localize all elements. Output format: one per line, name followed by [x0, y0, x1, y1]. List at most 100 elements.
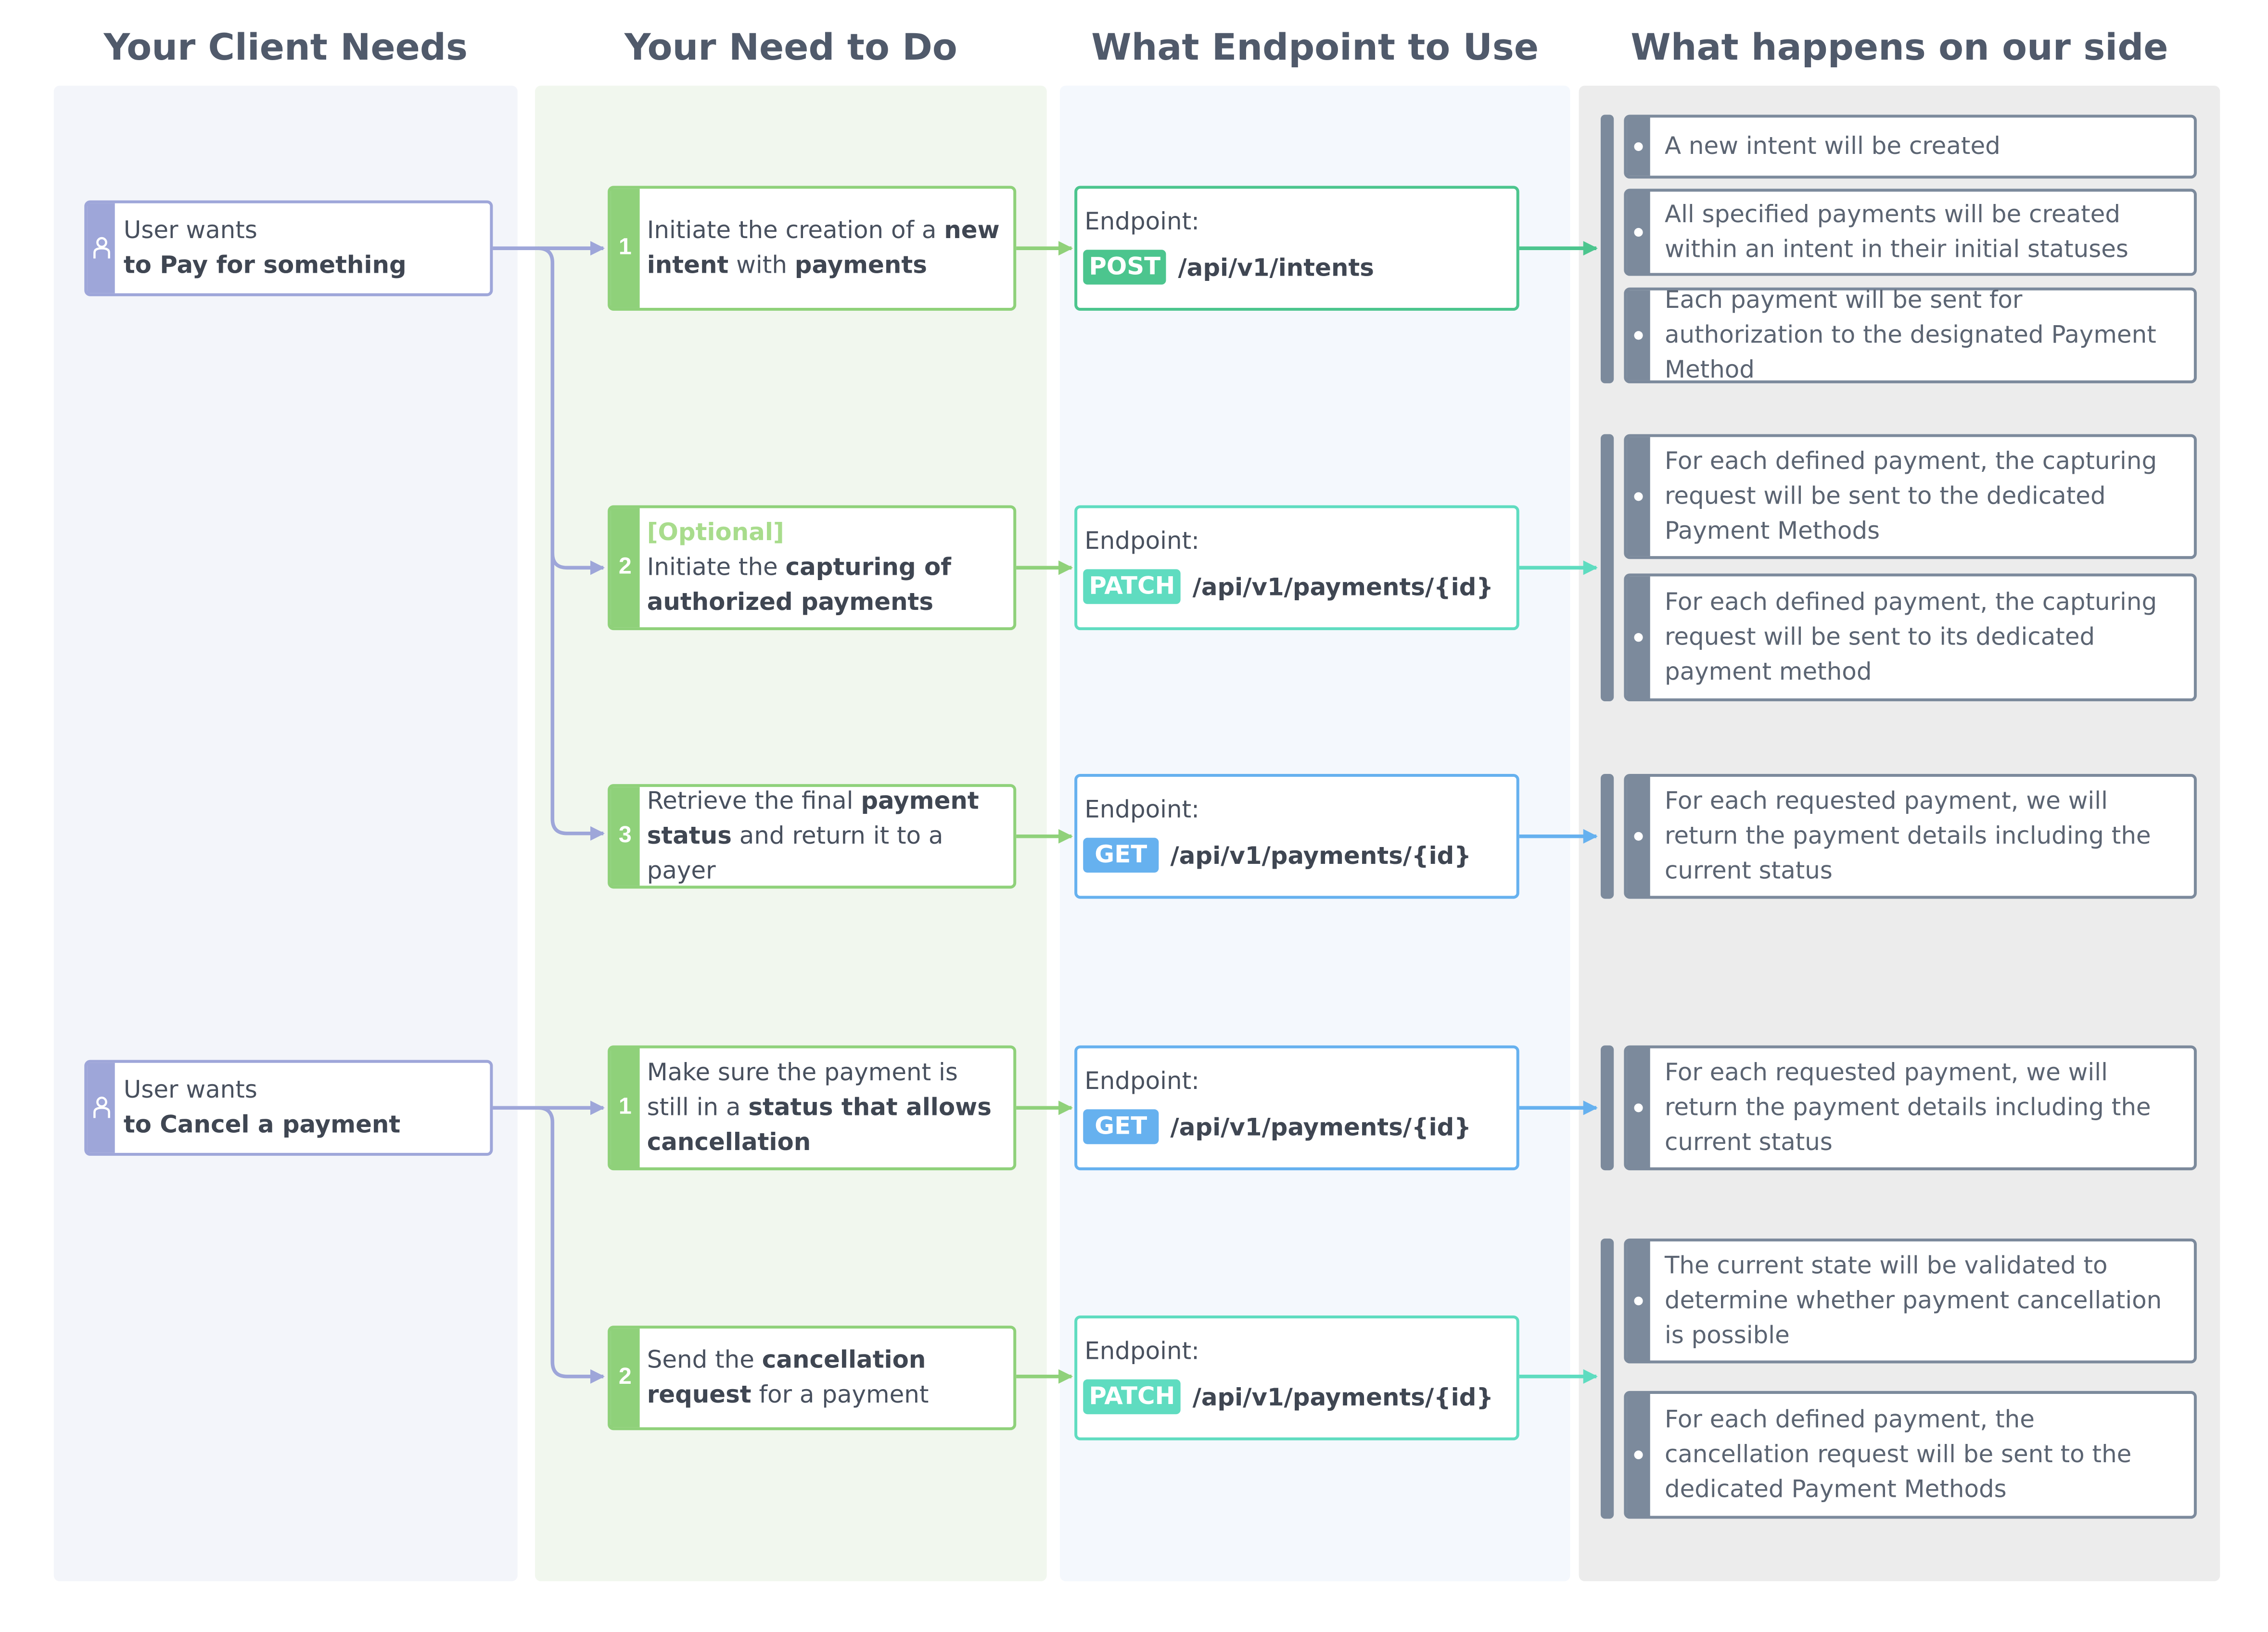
- step-text: Send the cancellation request for a paym…: [647, 1328, 1005, 1427]
- step-number: 1: [611, 189, 640, 308]
- column-title-need-to-do: Your Need to Do: [624, 26, 957, 68]
- bullet-icon: [1627, 117, 1650, 176]
- outcome-item: For each requested payment, we will retu…: [1624, 1045, 2197, 1171]
- step-box: 1 Make sure the payment is still in a st…: [608, 1045, 1017, 1171]
- bullet-icon: [1627, 1241, 1650, 1361]
- step-text-emphasis: capturing of authorized payments: [647, 553, 952, 616]
- user-icon: [87, 1063, 115, 1153]
- step-text-run: for a payment: [751, 1380, 929, 1409]
- bullet-icon: [1627, 1048, 1650, 1168]
- step-box: 3 Retrieve the final payment status and …: [608, 784, 1017, 889]
- flow-line-cancel-to-step-2: [537, 1106, 605, 1384]
- outcome-item: Each payment will be sent for authorizat…: [1624, 286, 2197, 383]
- step-text-run: Retrieve the final: [647, 787, 861, 815]
- step-text-run: Initiate the: [647, 553, 786, 581]
- http-method-badge: POST: [1083, 250, 1167, 285]
- step-text-emphasis: payment status: [647, 787, 979, 849]
- outcome-text: A new intent will be created: [1664, 132, 2000, 160]
- endpoint-path: /api/v1/payments/{id}: [1170, 841, 1471, 869]
- bullet-icon: [1627, 290, 1650, 380]
- step-text-run: Initiate the creation of a: [647, 216, 944, 244]
- step-text: Retrieve the final payment status and re…: [647, 787, 1005, 886]
- outcome-item: For each defined payment, the cancellati…: [1624, 1391, 2197, 1519]
- http-method-badge: PATCH: [1083, 1379, 1181, 1415]
- outcome-group-bar: [1601, 1238, 1614, 1519]
- step-box: 2 Send the cancellation request for a pa…: [608, 1326, 1017, 1430]
- bullet-icon: [1627, 576, 1650, 698]
- outcome-item: The current state will be validated to d…: [1624, 1238, 2197, 1364]
- step-text-run: Make sure the payment is still in a: [647, 1058, 958, 1121]
- outcome-group-bar: [1601, 114, 1614, 383]
- optional-label: [Optional]: [647, 518, 784, 546]
- step-number: 1: [611, 1048, 640, 1168]
- http-method-badge: PATCH: [1083, 569, 1181, 604]
- column-title-our-side: What happens on our side: [1631, 26, 2168, 68]
- client-need-cancel: User wants to Cancel a payment: [84, 1060, 493, 1156]
- step-text-emphasis: payments: [794, 251, 927, 279]
- step-text-run: Send the: [647, 1346, 762, 1374]
- outcome-text: The current state will be validated to d…: [1664, 1252, 2162, 1349]
- outcome-group-bar: [1601, 1045, 1614, 1171]
- step-text-emphasis: status that allows cancellation: [647, 1093, 992, 1156]
- http-method-badge: GET: [1083, 837, 1159, 873]
- outcome-text: Each payment will be sent for authorizat…: [1664, 286, 2156, 383]
- step-text-emphasis: cancellation request: [647, 1346, 926, 1409]
- flow-line-pay-to-step-3: [550, 553, 605, 841]
- endpoint-label: Endpoint:: [1084, 527, 1199, 555]
- endpoint-box: Endpoint: GET /api/v1/payments/{id}: [1074, 1045, 1519, 1171]
- bullet-icon: [1627, 1393, 1650, 1516]
- step-text: Initiate the creation of a new intent wi…: [647, 189, 1005, 308]
- column-title-client-needs: Your Client Needs: [103, 26, 468, 68]
- outcome-text: For each requested payment, we will retu…: [1664, 1058, 2151, 1156]
- outcome-group-bar: [1601, 773, 1614, 899]
- outcome-item: For each defined payment, the capturing …: [1624, 573, 2197, 702]
- outcome-text: For each defined payment, the capturing …: [1664, 588, 2157, 685]
- user-icon: [87, 203, 115, 293]
- endpoint-box: Endpoint: GET /api/v1/payments/{id}: [1074, 773, 1519, 899]
- outcome-item: For each requested payment, we will retu…: [1624, 773, 2197, 899]
- outcome-item: For each defined payment, the capturing …: [1624, 434, 2197, 559]
- outcome-item: A new intent will be created: [1624, 114, 2197, 179]
- client-need-line1: User wants: [123, 216, 257, 244]
- endpoint-path: /api/v1/payments/{id}: [1192, 1383, 1493, 1411]
- outcome-text: For each defined payment, the capturing …: [1664, 447, 2157, 545]
- flow-line-pay-to-step-2: [537, 246, 605, 575]
- step-number: 3: [611, 787, 640, 886]
- step-box: 1 Initiate the creation of a new intent …: [608, 186, 1017, 311]
- outcome-item: All specified payments will be created w…: [1624, 189, 2197, 276]
- step-number: 2: [611, 508, 640, 628]
- http-method-badge: GET: [1083, 1109, 1159, 1144]
- endpoint-box: Endpoint: PATCH /api/v1/payments/{id}: [1074, 505, 1519, 631]
- client-need-line2: to Cancel a payment: [123, 1111, 401, 1139]
- endpoint-label: Endpoint:: [1084, 207, 1199, 236]
- endpoint-box: Endpoint: PATCH /api/v1/payments/{id}: [1074, 1315, 1519, 1441]
- client-need-line1: User wants: [123, 1075, 257, 1104]
- step-text: [Optional] Initiate the capturing of aut…: [647, 508, 1005, 628]
- step-text-run: and return it to a payer: [647, 822, 943, 885]
- step-box: 2 [Optional] Initiate the capturing of a…: [608, 505, 1017, 631]
- step-number: 2: [611, 1328, 640, 1428]
- outcome-text: For each defined payment, the cancellati…: [1664, 1405, 2132, 1503]
- outcome-group-bar: [1601, 434, 1614, 702]
- client-need-line2: to Pay for something: [123, 251, 407, 279]
- endpoint-path: /api/v1/intents: [1178, 253, 1374, 281]
- endpoint-path: /api/v1/payments/{id}: [1170, 1113, 1471, 1141]
- outcome-text: For each requested payment, we will retu…: [1664, 787, 2151, 885]
- outcome-text: All specified payments will be created w…: [1664, 200, 2128, 263]
- endpoint-label: Endpoint:: [1084, 1337, 1199, 1365]
- endpoint-path: /api/v1/payments/{id}: [1192, 572, 1493, 601]
- step-text-emphasis: new intent: [647, 216, 1000, 279]
- bullet-icon: [1627, 777, 1650, 896]
- client-need-pay: User wants to Pay for something: [84, 200, 493, 296]
- step-text-run: with: [728, 251, 795, 279]
- step-text: Make sure the payment is still in a stat…: [647, 1049, 1005, 1168]
- endpoint-label: Endpoint:: [1084, 796, 1199, 823]
- client-needs-column: [53, 86, 518, 1581]
- column-title-endpoint: What Endpoint to Use: [1091, 26, 1539, 68]
- bullet-icon: [1627, 437, 1650, 557]
- endpoint-box: Endpoint: POST /api/v1/intents: [1074, 186, 1519, 311]
- endpoint-label: Endpoint:: [1084, 1067, 1199, 1095]
- bullet-icon: [1627, 191, 1650, 273]
